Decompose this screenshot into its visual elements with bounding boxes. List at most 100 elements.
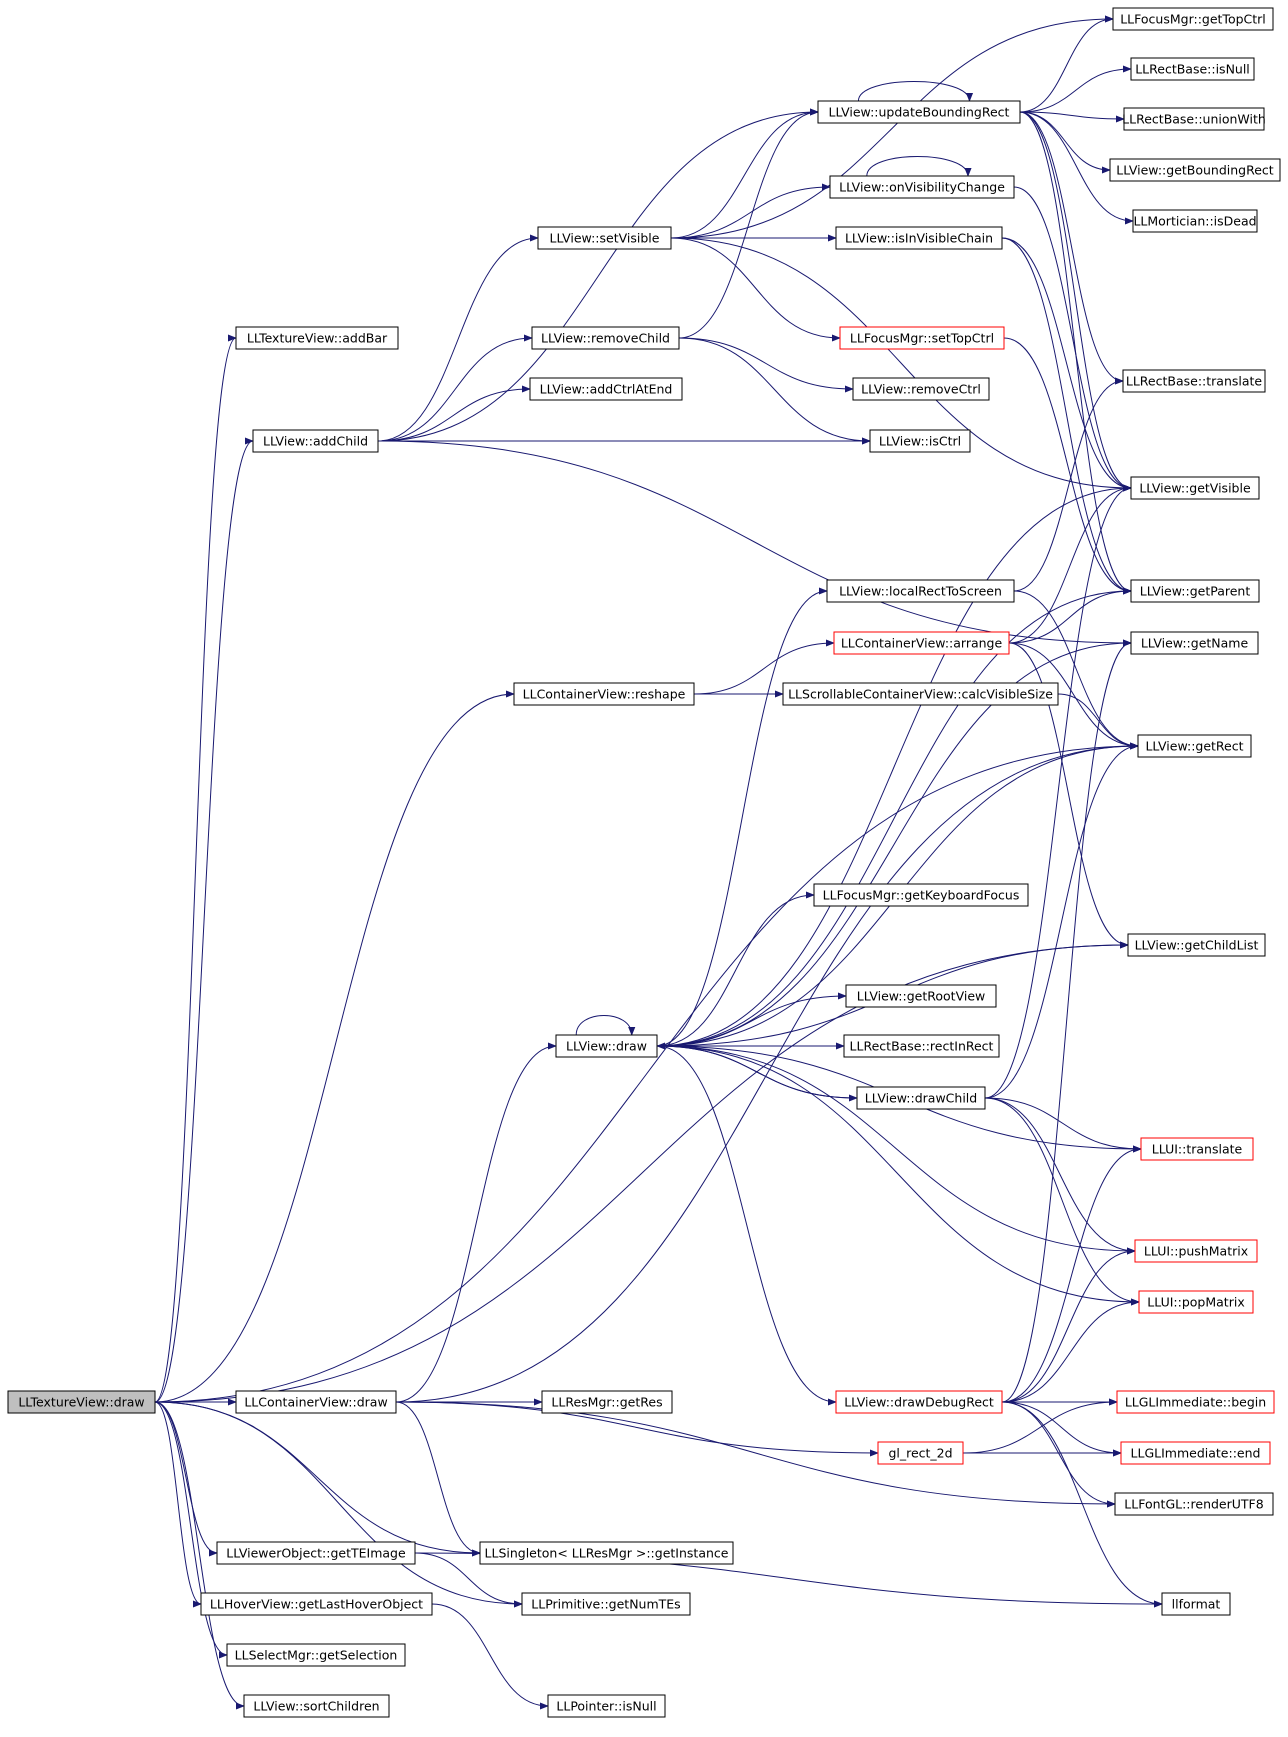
node-getNumTEs[interactable]: LLPrimitive::getNumTEs (521, 1592, 691, 1616)
node-addBar[interactable]: LLTextureView::addBar (235, 326, 399, 350)
edge-calcVis-to-getRect (1057, 693, 1139, 750)
node-root[interactable]: LLTextureView::draw (7, 1390, 156, 1414)
node-box (531, 326, 680, 350)
node-updBR[interactable]: LLView::updateBoundingRect (817, 100, 1021, 124)
node-renderUTF8[interactable]: LLFontGL::renderUTF8 (1114, 1492, 1274, 1516)
node-label: LLTextureView::addBar (247, 331, 388, 346)
node-unionWith[interactable]: LLRectBase::unionWith (1122, 107, 1266, 131)
node-label: LLGLImmediate::begin (1125, 1395, 1266, 1410)
edge-viewDraw-self-loop (575, 1015, 636, 1036)
node-rbIsNull[interactable]: LLRectBase::isNull (1130, 57, 1255, 81)
node-box (877, 1441, 964, 1465)
node-label: LLView::drawDebugRect (844, 1395, 994, 1410)
node-box (547, 1694, 666, 1718)
node-addCtrlAtEnd[interactable]: LLView::addCtrlAtEnd (529, 377, 683, 401)
edge-drawChild-to-popMatrix (984, 1097, 1140, 1306)
node-removeCtrl[interactable]: LLView::removeCtrl (852, 377, 990, 401)
node-getChildList[interactable]: LLView::getChildList (1127, 933, 1266, 957)
node-getLastHover[interactable]: LLHoverView::getLastHoverObject (200, 1592, 433, 1616)
node-rbTranslate[interactable]: LLRectBase::translate (1122, 369, 1266, 393)
node-drawDebug[interactable]: LLView::drawDebugRect (835, 1390, 1003, 1414)
node-getRect[interactable]: LLView::getRect (1137, 734, 1252, 758)
node-calcVis[interactable]: LLScrollableContainerView::calcVisibleSi… (782, 682, 1059, 706)
node-viewDraw[interactable]: LLView::draw (555, 1034, 658, 1058)
node-getTEImage[interactable]: LLViewerObject::getTEImage (216, 1541, 416, 1565)
node-onVis[interactable]: LLView::onVisibilityChange (829, 175, 1015, 199)
node-getResC[interactable]: LLResMgr::getRes (541, 1390, 673, 1414)
node-glEnd[interactable]: LLGLImmediate::end (1120, 1441, 1271, 1465)
node-ptrIsNull[interactable]: LLPointer::isNull (547, 1694, 666, 1718)
node-label: LLPointer::isNull (556, 1699, 656, 1714)
node-box (1161, 1592, 1231, 1616)
edge-root-to-getRect (154, 742, 1139, 1403)
node-label: LLView::sortChildren (253, 1699, 379, 1714)
node-label: LLRectBase::unionWith (1122, 112, 1266, 127)
edge-drawDebug-to-pushMatrix (1001, 1247, 1136, 1403)
node-setVisible[interactable]: LLView::setVisible (537, 226, 672, 250)
node-getKbFocus[interactable]: LLFocusMgr::getKeyboardFocus (813, 883, 1029, 907)
node-getBR[interactable]: LLView::getBoundingRect (1109, 158, 1281, 182)
node-setTopCtrl[interactable]: LLFocusMgr::setTopCtrl (839, 326, 1005, 350)
node-box (843, 1034, 1000, 1058)
node-getVisible[interactable]: LLView::getVisible (1130, 476, 1260, 500)
node-popMatrix[interactable]: LLUI::popMatrix (1138, 1290, 1254, 1314)
edge-drawDebug-to-getName (1001, 639, 1132, 1403)
node-getRootView[interactable]: LLView::getRootView (845, 984, 997, 1008)
edge-localRect-to-rbTranslate (1013, 377, 1124, 592)
node-label: LLSelectMgr::getSelection (235, 1648, 398, 1663)
node-sortChildren[interactable]: LLView::sortChildren (243, 1694, 390, 1718)
node-glBegin[interactable]: LLGLImmediate::begin (1116, 1390, 1275, 1414)
node-getSelection[interactable]: LLSelectMgr::getSelection (226, 1643, 406, 1667)
edge-addChild-to-addCtrlAtEnd (377, 385, 531, 442)
node-uiTranslate[interactable]: LLUI::translate (1140, 1137, 1254, 1161)
node-inVisChain[interactable]: LLView::isInVisibleChain (835, 226, 1003, 250)
node-label: LLContainerView::arrange (841, 636, 1003, 651)
node-localRect[interactable]: LLView::localRectToScreen (826, 579, 1015, 603)
edge-updBR-to-getVisible (1019, 111, 1132, 492)
node-box (829, 175, 1015, 199)
node-box (1132, 209, 1258, 233)
node-label: LLUI::pushMatrix (1144, 1244, 1248, 1259)
node-isCtrl[interactable]: LLView::isCtrl (869, 429, 971, 453)
node-llformat[interactable]: llformat (1161, 1592, 1231, 1616)
edge-viewDraw-to-getKbFocus (656, 891, 815, 1047)
node-box (1137, 734, 1252, 758)
node-getParent[interactable]: LLView::getParent (1130, 579, 1260, 603)
node-isDead[interactable]: LLMortician::isDead (1132, 209, 1258, 233)
node-getTopCtrl[interactable]: LLFocusMgr::getTopCtrl (1112, 7, 1274, 31)
node-addChild[interactable]: LLView::addChild (252, 429, 379, 453)
node-singleton[interactable]: LLSingleton< LLResMgr >::getInstance (479, 1541, 734, 1565)
node-label: LLTextureView::draw (18, 1395, 144, 1410)
edge-removeChild-to-removeCtrl (678, 337, 854, 393)
node-reshape[interactable]: LLContainerView::reshape (513, 682, 695, 706)
node-box (235, 326, 399, 350)
node-label: LLView::getRootView (857, 989, 985, 1004)
edge-drawDebug-to-glEnd (1001, 1401, 1122, 1457)
edge-reshape-to-arrange (693, 639, 835, 695)
node-drawChild[interactable]: LLView::drawChild (856, 1086, 986, 1110)
node-label: LLView::getBoundingRect (1116, 163, 1274, 178)
node-glRect[interactable]: gl_rect_2d (877, 1441, 964, 1465)
node-cvDraw[interactable]: LLContainerView::draw (235, 1390, 397, 1414)
edge-drawDebug-to-llformat (1001, 1401, 1163, 1608)
node-label: LLView::removeCtrl (861, 382, 981, 397)
node-rectInRect[interactable]: LLRectBase::rectInRect (843, 1034, 1000, 1058)
node-removeChild[interactable]: LLView::removeChild (531, 326, 680, 350)
node-box (252, 429, 379, 453)
node-box (243, 1694, 390, 1718)
node-pushMatrix[interactable]: LLUI::pushMatrix (1134, 1239, 1258, 1263)
edge-root-to-sortChildren (154, 1401, 245, 1710)
edge-cvDraw-to-getRect (395, 742, 1139, 1403)
node-label: LLView::getRect (1145, 739, 1243, 754)
node-label: LLView::localRectToScreen (839, 584, 1002, 599)
node-box (226, 1643, 406, 1667)
node-label: LLRectBase::rectInRect (850, 1039, 994, 1054)
node-box (513, 682, 695, 706)
node-getName[interactable]: LLView::getName (1130, 631, 1259, 655)
node-box (835, 226, 1003, 250)
edge-root-to-getTEImage (154, 1401, 218, 1557)
node-arrange[interactable]: LLContainerView::arrange (833, 631, 1010, 655)
node-label: LLFocusMgr::setTopCtrl (850, 331, 994, 346)
node-box (1138, 1290, 1254, 1314)
node-box (1127, 933, 1266, 957)
